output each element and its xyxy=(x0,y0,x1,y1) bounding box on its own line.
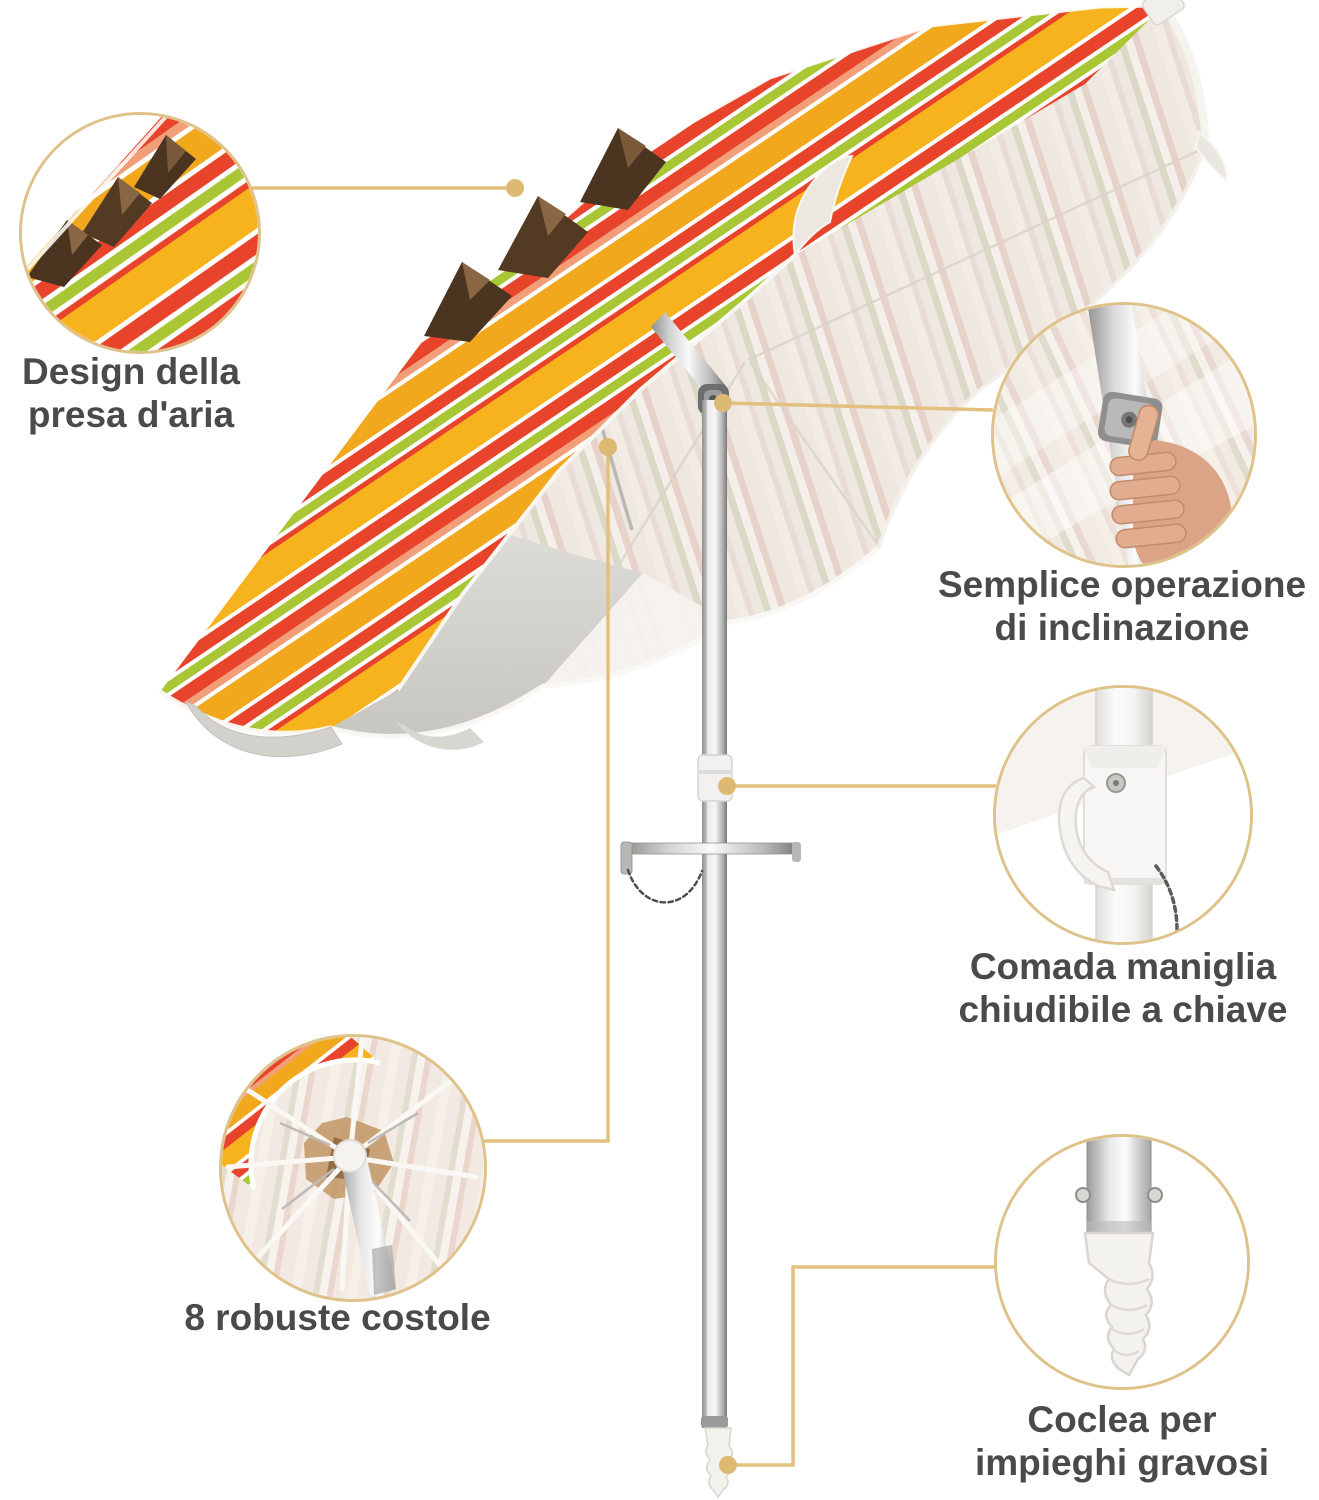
connector-line-ribs xyxy=(484,447,610,1143)
vent-ruffles xyxy=(424,128,666,342)
connector-dots xyxy=(506,179,737,1474)
auger-threads xyxy=(1108,1277,1150,1357)
vent-label: Design della presa d'aria xyxy=(0,350,262,436)
canopy-white-panel xyxy=(543,573,730,686)
hub-cap xyxy=(333,1139,367,1173)
rib-struts xyxy=(279,1111,419,1222)
clamp-lever xyxy=(1057,776,1116,892)
screw-auger xyxy=(1083,1231,1155,1377)
hand xyxy=(1109,404,1254,565)
lockable-clamp-handle xyxy=(996,688,1250,942)
tilt-label-line1: Semplice operazione xyxy=(937,564,1307,605)
handle-label-line1: Comada maniglia xyxy=(969,946,1277,987)
side-screw xyxy=(1075,1187,1091,1203)
hand-tilting-pole xyxy=(994,305,1254,565)
underside-eight-ribs xyxy=(222,1037,484,1299)
panel-trim xyxy=(396,253,797,692)
handle-label-line2: chiudibile a chiave xyxy=(958,989,1288,1030)
handle-detail-circle xyxy=(993,685,1253,945)
sand-screw-anchor xyxy=(997,1137,1247,1387)
right-edge-trim xyxy=(1159,3,1210,144)
vent-label-line2: presa d'aria xyxy=(27,394,235,435)
pole-bottom-ring xyxy=(701,1416,728,1428)
pole-highlight xyxy=(707,400,713,1428)
valance-trim xyxy=(158,546,880,739)
ribs-label: 8 robuste costole xyxy=(160,1296,515,1339)
upper-pole xyxy=(651,312,726,400)
connector-lines xyxy=(252,186,996,1467)
connector-dot-tilt xyxy=(714,394,732,412)
vent-ruffles-closeup xyxy=(27,135,196,287)
valance-flap xyxy=(184,701,343,758)
handle-label: Comada maniglia chiudibile a chiave xyxy=(928,945,1318,1031)
rib-tip-flap xyxy=(1194,130,1228,182)
connector-dot-vent xyxy=(506,179,524,197)
ferrule xyxy=(1141,0,1185,26)
connector-line-tilt xyxy=(722,401,994,412)
connector-dot-ribs xyxy=(599,438,617,456)
ribs-label-line1: 8 robuste costole xyxy=(184,1297,491,1338)
tilt-detail-circle xyxy=(991,302,1257,568)
rim-stripes xyxy=(222,1037,380,1189)
hanging-chain xyxy=(626,868,704,904)
anchor-label-line2: impieghi gravosi xyxy=(974,1442,1269,1483)
ribs-detail-circle xyxy=(219,1034,487,1302)
vent-label-line1: Design della xyxy=(22,351,240,392)
tilt-label-line2: di inclinazione xyxy=(994,607,1250,648)
vent-detail-circle xyxy=(19,112,261,354)
anchor-label-line1: Coclea per xyxy=(1027,1399,1217,1440)
connector-line-anchor xyxy=(728,1265,994,1467)
clamp-housing xyxy=(1083,745,1167,885)
carry-handle xyxy=(620,841,801,875)
air-vent-closeup xyxy=(22,115,258,351)
tilt-label: Semplice operazione di inclinazione xyxy=(925,563,1319,649)
curled-flap xyxy=(792,154,854,258)
connector-dot-anchor xyxy=(719,1456,737,1474)
anchor-detail-circle xyxy=(994,1134,1250,1390)
key-chain xyxy=(1154,864,1179,942)
anchor-label: Coclea per impieghi gravosi xyxy=(932,1398,1312,1484)
valance-flap xyxy=(396,722,484,750)
side-screw xyxy=(1147,1187,1163,1203)
pole xyxy=(702,400,727,1428)
connector-dot-handle xyxy=(718,777,736,795)
pole-end xyxy=(1086,1137,1152,1236)
